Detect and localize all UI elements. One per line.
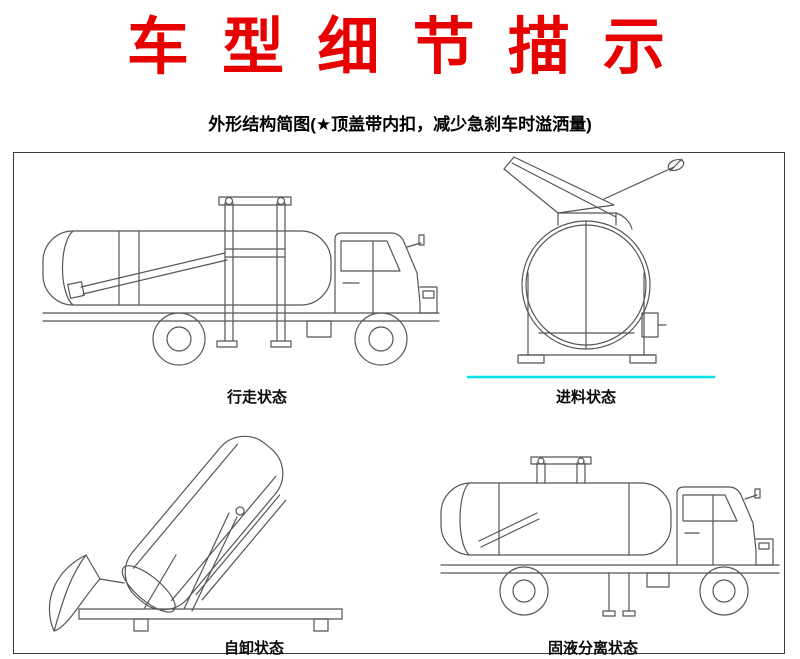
- dumping-state-label: 自卸状态: [223, 640, 284, 657]
- diagram-panel: 行走状态: [13, 152, 785, 657]
- dumping-state-diagram: [48, 435, 343, 632]
- separation-state-diagram: [440, 456, 780, 617]
- walking-state-diagram: [42, 196, 440, 366]
- hatch-collar: [557, 212, 617, 226]
- page-title: 车 型 细 节 描 示: [126, 13, 674, 82]
- tank-body: [440, 482, 672, 556]
- chassis: [440, 564, 780, 617]
- walking-state-label: 行走状态: [226, 389, 287, 406]
- tank-rear-view: [521, 220, 651, 350]
- hydraulic-arm: [478, 512, 540, 548]
- feeding-state-label: 进料状态: [555, 389, 616, 406]
- front-wheel: [354, 312, 408, 366]
- separation-state-label: 固液分离状态: [547, 640, 638, 657]
- tilted-tank: [121, 435, 287, 613]
- angle-annotation: [603, 158, 685, 230]
- front-wheel: [699, 566, 749, 616]
- chassis: [78, 608, 343, 632]
- feeding-state-diagram: [466, 156, 716, 379]
- truck-cab: [334, 232, 438, 314]
- open-lid: [503, 156, 617, 218]
- open-lid: [48, 554, 125, 632]
- truck-cab: [676, 486, 774, 566]
- hydraulic-cylinder: [143, 506, 245, 612]
- page-subtitle: 外形结构简图(★顶盖带内扣，减少急刹车时溢洒量): [208, 115, 592, 134]
- hydraulic-arm: [67, 252, 228, 299]
- rear-wheel: [499, 566, 549, 616]
- rear-wheel: [152, 312, 206, 366]
- top-arms: [530, 456, 592, 484]
- lift-rack: [216, 196, 292, 348]
- chassis: [42, 312, 440, 338]
- mount-frame: [517, 272, 667, 364]
- tank-body: [42, 230, 332, 306]
